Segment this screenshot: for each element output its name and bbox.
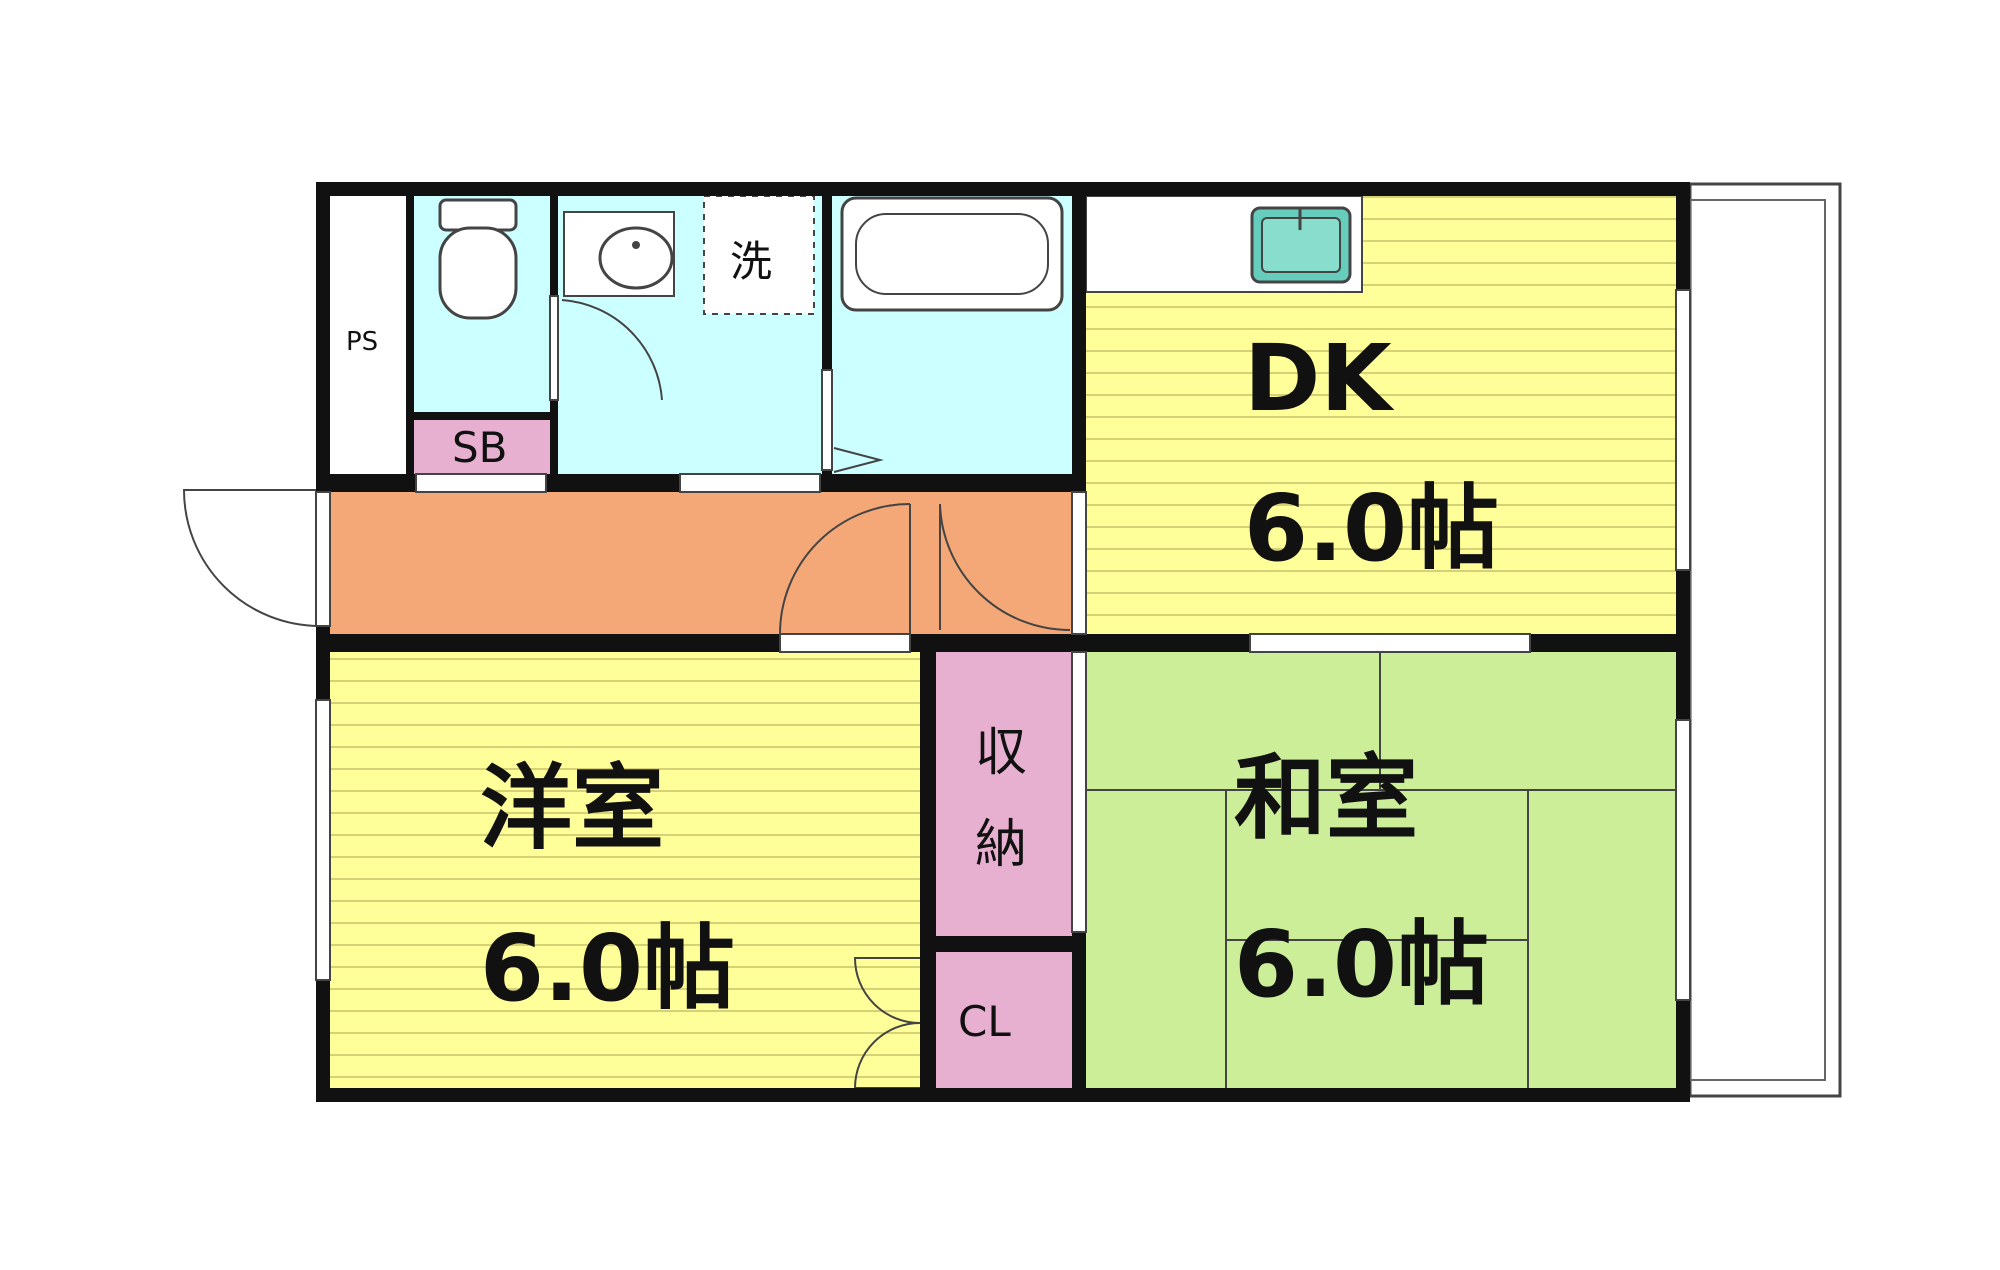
hallway (330, 492, 1072, 634)
closet-label: CL (958, 997, 1011, 1046)
japanese-room-size: 6.0帖 (1234, 911, 1489, 1018)
western-room-size: 6.0帖 (480, 915, 735, 1022)
storage-label-2: 納 (975, 815, 1027, 875)
western-room-name: 洋室 (480, 755, 664, 862)
japanese-room-name: 和室 (1234, 745, 1418, 852)
washbasin-bowl (598, 226, 674, 290)
laundry-label: 洗 (730, 237, 772, 286)
pipe-space-label: PS (346, 327, 378, 357)
shoe-box (414, 420, 550, 474)
storage-room (936, 652, 1072, 936)
dk-size: 6.0帖 (1244, 475, 1499, 582)
bathtub-inner (855, 213, 1049, 295)
western-room (330, 652, 920, 1088)
dk-name: DK (1244, 325, 1395, 432)
pipe-space (330, 196, 406, 474)
door-swings (182, 299, 1071, 1089)
toilet-tank (438, 198, 518, 232)
wall-openings (315, 289, 1691, 1001)
balcony (1688, 182, 1842, 1098)
closet-room (936, 952, 1072, 1088)
storage-label-1: 収 (975, 723, 1027, 783)
toilet-bowl (438, 226, 518, 320)
washing-machine-space (703, 195, 815, 315)
shoe-box-label: SB (452, 423, 507, 472)
tatami-lines (1086, 652, 1676, 1088)
